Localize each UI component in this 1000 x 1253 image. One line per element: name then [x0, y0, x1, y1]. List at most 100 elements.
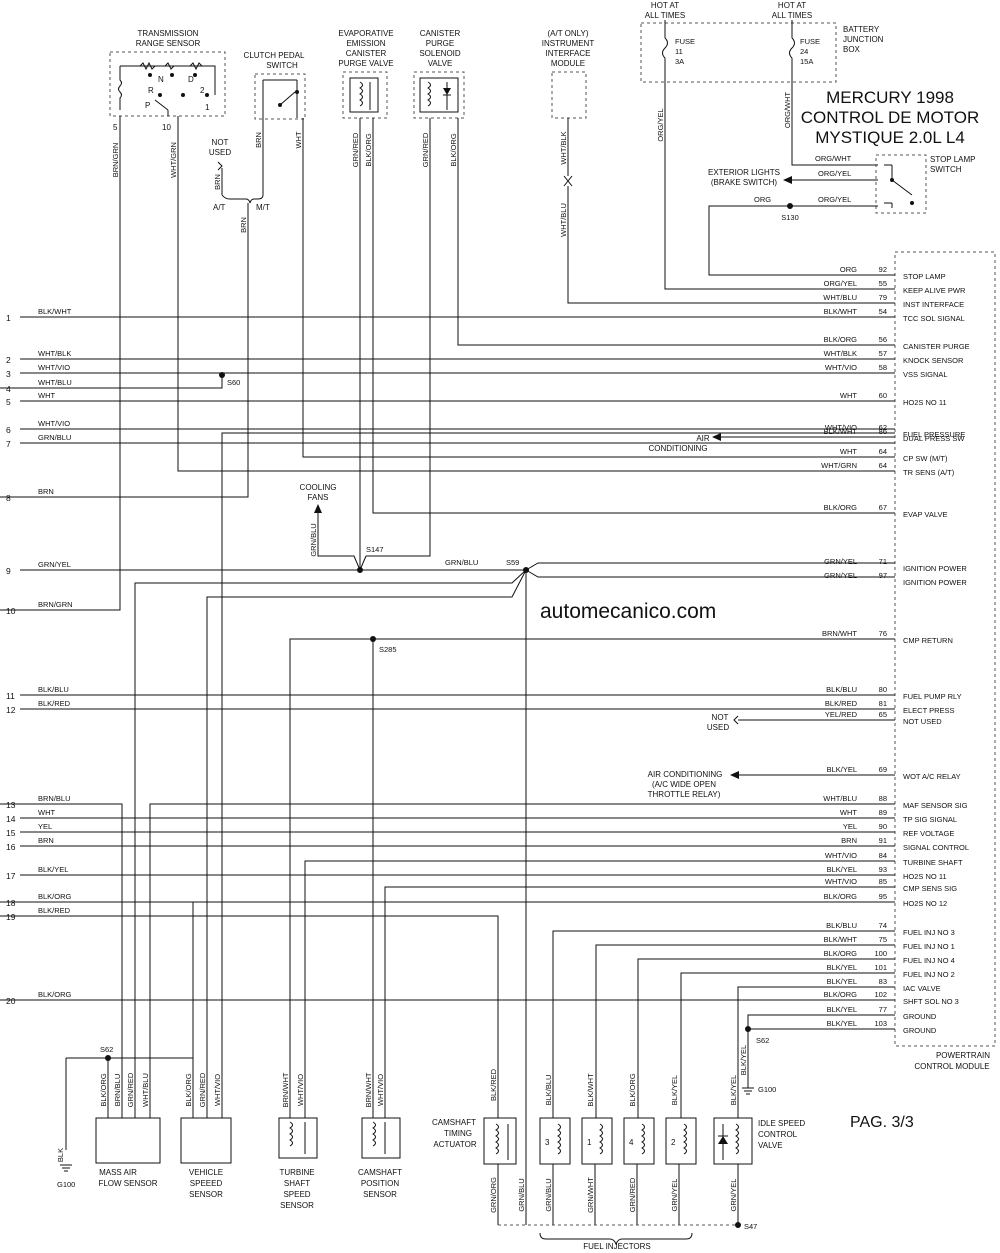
iac-label-3: VALVE [758, 1141, 783, 1150]
cta-label-3: ACTUATOR [433, 1140, 476, 1149]
evap-label-4: PURGE VALVE [338, 59, 393, 68]
tss-coil-icon [289, 1121, 306, 1154]
pcm-pin-number: 101 [874, 963, 887, 972]
mt-label: M/T [256, 203, 270, 212]
trs-contact-4 [158, 93, 162, 97]
pcm-pin-number: 102 [874, 990, 887, 999]
vss-label-3: SENSOR [189, 1190, 223, 1199]
wire-label-grn-blu-s59: GRN/BLU [445, 558, 478, 567]
evap-coil-frame [349, 77, 379, 113]
fuel-injector-wire-bottom: GRN/YEL [670, 1179, 679, 1212]
fuel-injector-wire-bottom: GRN/RED [628, 1177, 637, 1212]
pcm-pin-function: FUEL INJ NO 2 [903, 970, 955, 979]
pcm-pin-function: STOP LAMP [903, 272, 946, 281]
pcm-label-1: POWERTRAIN [936, 1051, 990, 1060]
left-row-number: 12 [6, 705, 16, 715]
fuse-24-number: 24 [800, 47, 808, 56]
cmp-wire-2: WHT/VIO [376, 1074, 385, 1106]
pcm-pin-number: 103 [874, 1019, 887, 1028]
pcm-wire-color: WHT [840, 447, 857, 456]
maf-wire-1: BLK/ORG [99, 1073, 108, 1107]
pcm-pin-function: CMP SENS SIG [903, 884, 957, 893]
left-row-number: 6 [6, 425, 11, 435]
wire-label-blk-g100: BLK [56, 1148, 65, 1162]
pcm-pin-function: KNOCK SENSOR [903, 356, 964, 365]
arrow-exterior-lights [783, 176, 792, 184]
wire-label-brn-row8: BRN [239, 217, 248, 233]
fuel-injector-number: 3 [545, 1138, 550, 1147]
bjb-label-3: BOX [843, 45, 861, 54]
wire-label-brn-not-used: BRN [213, 174, 222, 190]
wire-label-wht-grn: WHT/GRN [169, 142, 178, 178]
pcm-pin-function: CANISTER PURGE [903, 342, 970, 351]
iac-wire-top: BLK/YEL [729, 1075, 738, 1105]
pcm-pin-number: 64 [879, 461, 887, 470]
fuel-injector-box [539, 1117, 571, 1165]
cta-wire-top: BLK/RED [489, 1068, 498, 1101]
fuse-11-label: FUSE [675, 37, 695, 46]
battery-junction-box: HOT AT ALL TIMES HOT AT ALL TIMES BATTER… [640, 1, 884, 135]
left-row-wire-color: GRN/BLU [38, 433, 71, 442]
pcm-pin-function: MAF SENSOR SIG [903, 801, 968, 810]
pcm-wire-color: WHT/VIO [825, 363, 857, 372]
fuse-11-number: 11 [675, 47, 683, 56]
fuel-injector-coil-icon [683, 1123, 687, 1155]
cta-wire-bottom-2: GRN/BLU [517, 1178, 526, 1211]
exterior-lights-label-1: EXTERIOR LIGHTS [708, 168, 780, 177]
cta-coil-icon [495, 1123, 509, 1160]
ground-g100-left-icon [60, 1164, 72, 1172]
left-row-wire-color: GRN/YEL [38, 560, 71, 569]
fuel-injector-wire-top: BLK/WHT [586, 1073, 595, 1107]
pcm-wire-color: BLK/BLU [826, 685, 857, 694]
wire-blk-org-canister [457, 118, 895, 346]
pcm-pin-function: SIGNAL CONTROL [903, 843, 969, 852]
trs-pin-5: 5 [113, 123, 118, 132]
bjb-label-1: BATTERY [843, 25, 880, 34]
fuse-24-label: FUSE [800, 37, 820, 46]
fuel-injector-wire-bottom: GRN/BLU [544, 1178, 553, 1211]
splice-s47 [735, 1222, 741, 1228]
pcm-wire-color: WHT/BLU [823, 293, 857, 302]
pcm-pin-function: CMP RETURN [903, 636, 953, 645]
hot-at-all-times-2-a: HOT AT [778, 1, 806, 10]
pcm-pin-number: 56 [879, 335, 887, 344]
left-row-wire-color: BLK/RED [38, 906, 71, 915]
wire-label-wht-blu-iim: WHT/BLU [559, 203, 568, 237]
left-row-wire-color: BLK/ORG [38, 892, 72, 901]
splice-label-s47: S47 [744, 1222, 757, 1231]
hot-at-all-times-2-b: ALL TIMES [772, 11, 812, 20]
at-mt-brace [221, 194, 264, 204]
cta-box [483, 1117, 517, 1165]
pcm-wire-color: BLK/ORG [824, 990, 858, 999]
wire-brn-grn-trs [0, 116, 121, 611]
wire-label-wht-blk-iim: WHT/BLK [559, 131, 568, 164]
camshaft-position-sensor: CAMSHAFT POSITION SENSOR BRN/WHT WHT/VIO [358, 1072, 402, 1199]
evap-canister-purge-valve: EVAPORATIVE EMISSION CANISTER PURGE VALV… [338, 29, 394, 119]
stop-lamp-switch: STOP LAMP SWITCH [875, 154, 976, 214]
maf-box [95, 1117, 161, 1164]
stop-lamp-switch-label-1: STOP LAMP [930, 155, 976, 164]
fuse-24-rating: 15A [800, 57, 813, 66]
canister-label-1: CANISTER [420, 29, 461, 38]
pcm-pin-number: 86 [879, 427, 887, 436]
wire-wht-grn-trs [177, 116, 895, 472]
pcm-pin-number: 95 [879, 892, 887, 901]
pcm-wire-color: BRN/WHT [822, 629, 857, 638]
iim-label-4: MODULE [551, 59, 585, 68]
pcm-wire-color: BLK/BLU [826, 921, 857, 930]
pcm-wire-color: ORG [840, 265, 857, 274]
left-row-wire-color: BRN/BLU [38, 794, 71, 803]
splice-s60 [219, 372, 225, 378]
pcm-wire-color: WHT/VIO [825, 423, 857, 432]
tss-label-4: SENSOR [280, 1201, 314, 1210]
pcm-pin-function: HO2S NO 11 [903, 872, 947, 881]
clutch-label-1: CLUTCH PEDAL [244, 51, 305, 60]
wire-label-brn-clutch: BRN [254, 132, 263, 148]
cmp-wire-1: BRN/WHT [364, 1072, 373, 1107]
arrow-cooling-fans [314, 504, 322, 513]
splice-s130 [787, 203, 793, 209]
wire-grn-blu-cooling [317, 513, 361, 571]
pcm-wire-color: WHT/VIO [825, 851, 857, 860]
left-row-wire-color: BRN/GRN [38, 600, 73, 609]
left-row-wire-color: BLK/WHT [38, 307, 72, 316]
